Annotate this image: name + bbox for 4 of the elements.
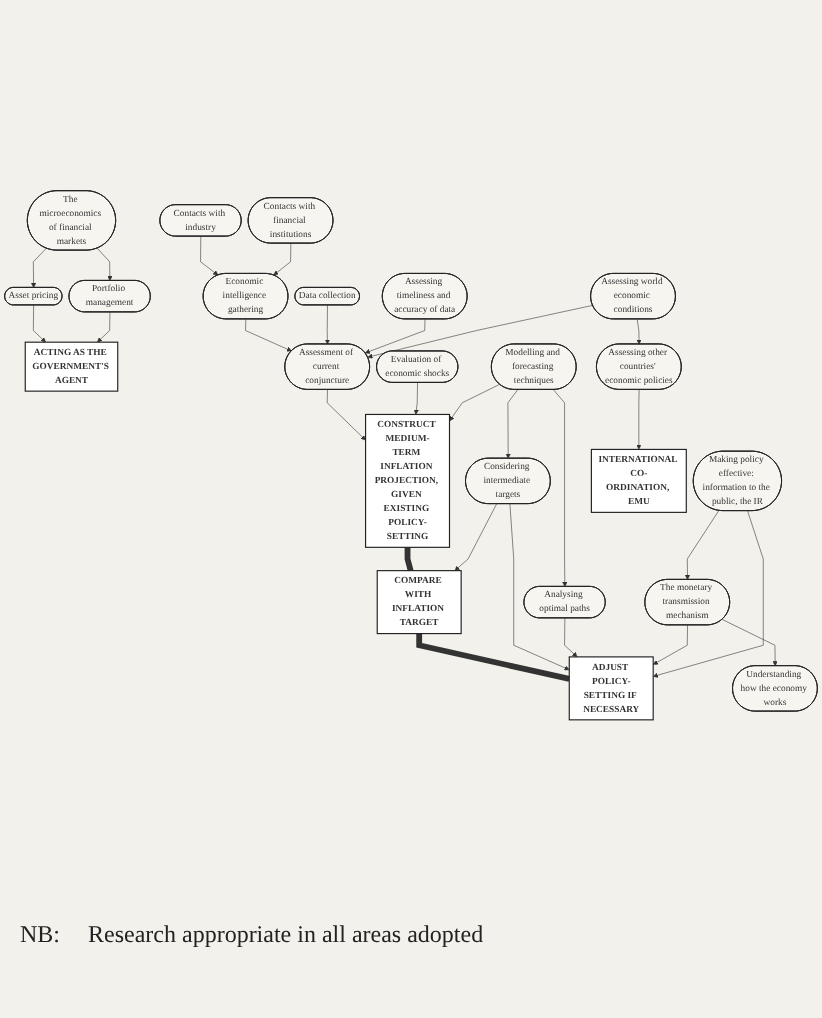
- note-text: Research appropriate in all areas adopted: [88, 920, 484, 950]
- connector: [404, 547, 414, 572]
- note-text: NB:: [20, 920, 61, 950]
- connector: [416, 633, 570, 682]
